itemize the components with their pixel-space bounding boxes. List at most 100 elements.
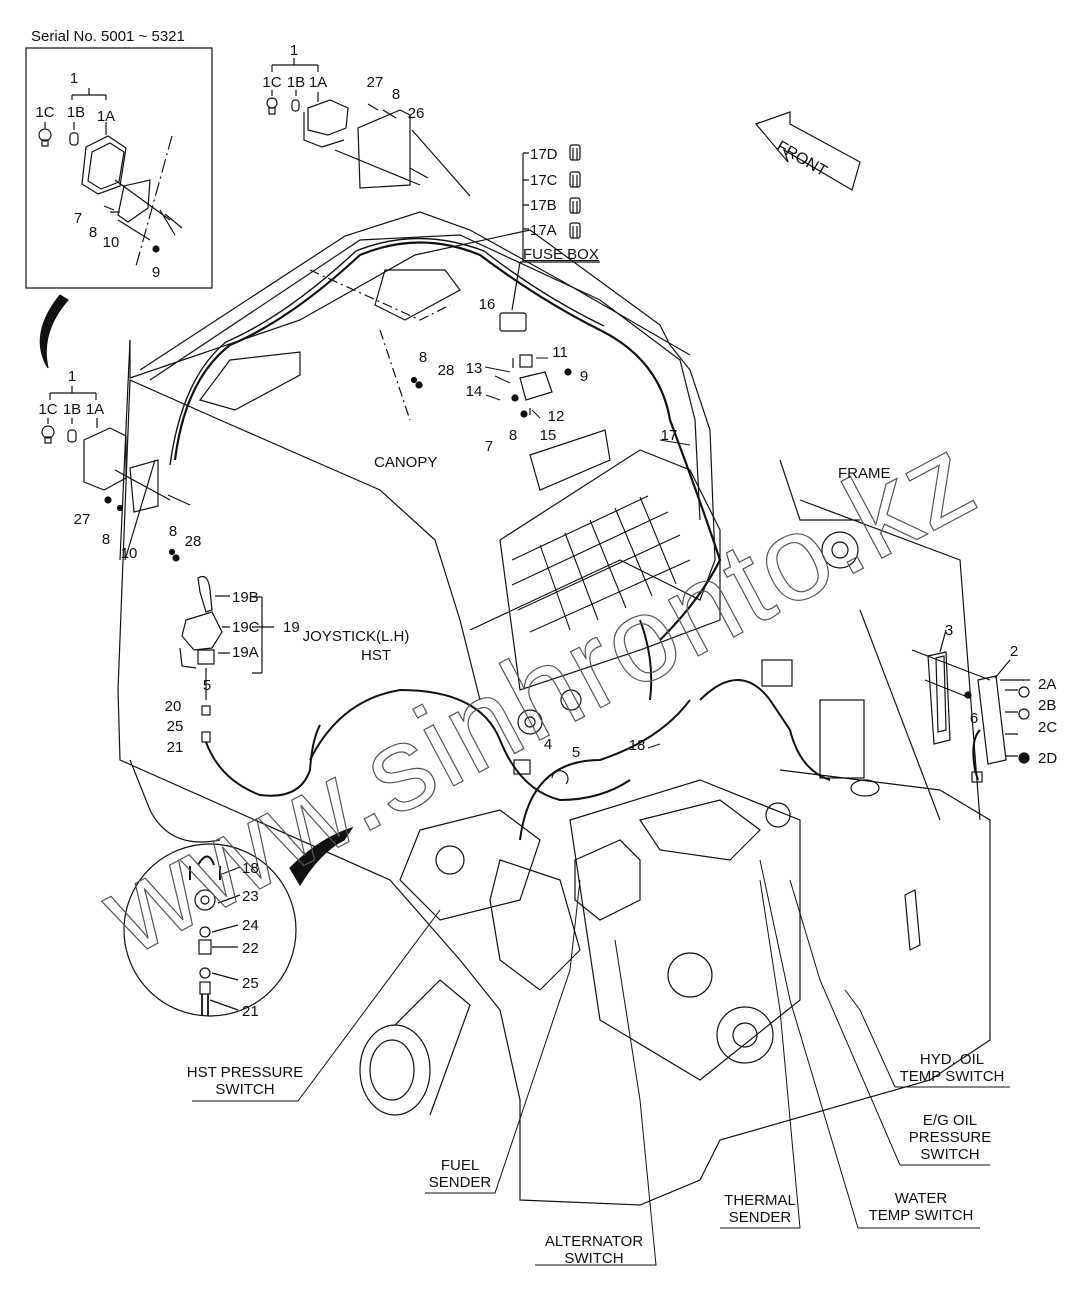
part-label: 8: [88, 224, 98, 241]
part-label: 1: [289, 42, 299, 59]
part-label: 23: [242, 888, 259, 905]
callout-line: SENDER: [728, 1209, 792, 1226]
front-arrow: [754, 111, 861, 191]
part-label: 17: [660, 427, 678, 444]
callout-alternator-switch: ALTERNATOR SWITCH: [545, 1233, 643, 1267]
canopy-label: CANOPY: [374, 454, 438, 471]
bulb-icon: [69, 132, 79, 146]
callout-line: PRESSURE: [908, 1129, 992, 1146]
callout-line: E/G OIL: [922, 1112, 978, 1129]
callout-eg-oil-pressure-switch: E/G OIL PRESSURE SWITCH: [909, 1112, 992, 1163]
callout-hst-pressure-switch: HST PRESSURE SWITCH: [187, 1064, 303, 1098]
part-label: 7: [484, 438, 494, 455]
part-label: 14: [465, 383, 483, 400]
joystick-label: JOYSTICK(L.H): [302, 628, 410, 645]
inset-title: Serial No. 5001 ~ 5321: [31, 28, 185, 45]
part-label: 10: [102, 234, 120, 251]
part-label: 8: [508, 427, 518, 444]
callout-fuel-sender: FUEL SENDER: [429, 1157, 492, 1191]
part-label: 1B: [62, 401, 82, 418]
part-label: 19B: [232, 589, 259, 606]
callout-line: SENDER: [428, 1174, 492, 1191]
callout-line: FUEL: [440, 1157, 480, 1174]
part-label: 19: [283, 619, 300, 636]
callout-line: ALTERNATOR: [544, 1233, 644, 1250]
part-label: 19A: [232, 644, 259, 661]
fuse-label: 17A: [530, 222, 557, 239]
callout-line: TEMP SWITCH: [868, 1207, 974, 1224]
inset-lamp-assembly: [38, 88, 183, 267]
fuse-label: 17D: [530, 146, 558, 163]
joystick-sub-label: HST: [361, 647, 391, 664]
callout-line: SWITCH: [215, 1081, 275, 1098]
left-lamp-assembly: [41, 386, 191, 562]
callout-thermal-sender: THERMAL SENDER: [724, 1192, 796, 1226]
part-label: 11: [552, 344, 568, 361]
part-label: 19C: [232, 619, 260, 636]
part-label: 2C: [1038, 719, 1058, 736]
part-label: 28: [184, 533, 202, 550]
part-label: 24: [242, 917, 259, 934]
fuse-icon: [569, 144, 581, 161]
part-label: 8: [418, 349, 428, 366]
part-label: 8: [391, 86, 401, 103]
rear-lamp-assembly: [911, 629, 1030, 783]
fuse-box-label: FUSE BOX: [523, 246, 599, 263]
part-label: 21: [242, 1003, 259, 1020]
callout-line: HST PRESSURE: [186, 1064, 304, 1081]
bulb-icon: [38, 128, 52, 142]
part-label: 4: [543, 736, 553, 753]
part-label: 1B: [66, 104, 86, 121]
part-label: 3: [944, 622, 954, 639]
part-label: 1A: [96, 108, 116, 125]
frame-label: FRAME: [838, 465, 891, 482]
part-label: 15: [539, 427, 557, 444]
callout-line: TEMP SWITCH: [899, 1068, 1005, 1085]
canopy-outline: [117, 211, 722, 701]
joystick-assembly: [179, 575, 631, 802]
detail-circle: [123, 826, 354, 1017]
callout-line: SWITCH: [920, 1146, 980, 1163]
engine-block: [399, 619, 880, 1081]
top-lamp-assembly: [266, 58, 471, 197]
part-label: 9: [151, 264, 161, 281]
part-label: 1: [69, 70, 79, 87]
canopy-grille: [511, 495, 691, 633]
fuse-icon: [569, 197, 581, 214]
part-label: 8: [101, 531, 111, 548]
callout-leaders: [192, 254, 1010, 1266]
part-label: 1C: [38, 401, 58, 418]
part-label: 25: [242, 975, 259, 992]
part-label: 6: [969, 710, 979, 727]
part-label: 1: [67, 368, 77, 385]
callout-line: HYD. OIL: [919, 1051, 985, 1068]
part-label: 28: [437, 362, 455, 379]
part-label: 1A: [308, 74, 328, 91]
canopy-bracket-parts: [410, 312, 572, 418]
callout-line: SWITCH: [564, 1250, 624, 1267]
part-label: 2A: [1038, 676, 1057, 693]
callout-hyd-oil-temp-switch: HYD. OIL TEMP SWITCH: [900, 1051, 1005, 1085]
part-label: 16: [478, 296, 496, 313]
lamp-housing-icon: [81, 135, 127, 195]
part-label: 25: [166, 718, 184, 735]
pointer-arrow-icon: [289, 826, 354, 887]
part-label: 2B: [1038, 697, 1057, 714]
part-label: 9: [579, 368, 589, 385]
part-label: 7: [73, 210, 83, 227]
fuse-label: 17B: [530, 197, 557, 214]
part-label: 27: [73, 511, 91, 528]
part-label: 5: [202, 677, 212, 694]
part-label: 1A: [85, 401, 105, 418]
part-label: 1B: [286, 74, 306, 91]
part-label: 27: [366, 74, 384, 91]
part-label: 8: [168, 523, 178, 540]
part-label: 18: [242, 860, 259, 877]
part-label: 10: [120, 545, 138, 562]
part-label: 2: [1009, 643, 1019, 660]
fuse-label: 17C: [530, 172, 558, 189]
part-label: 20: [164, 698, 182, 715]
part-label: 12: [547, 408, 565, 425]
